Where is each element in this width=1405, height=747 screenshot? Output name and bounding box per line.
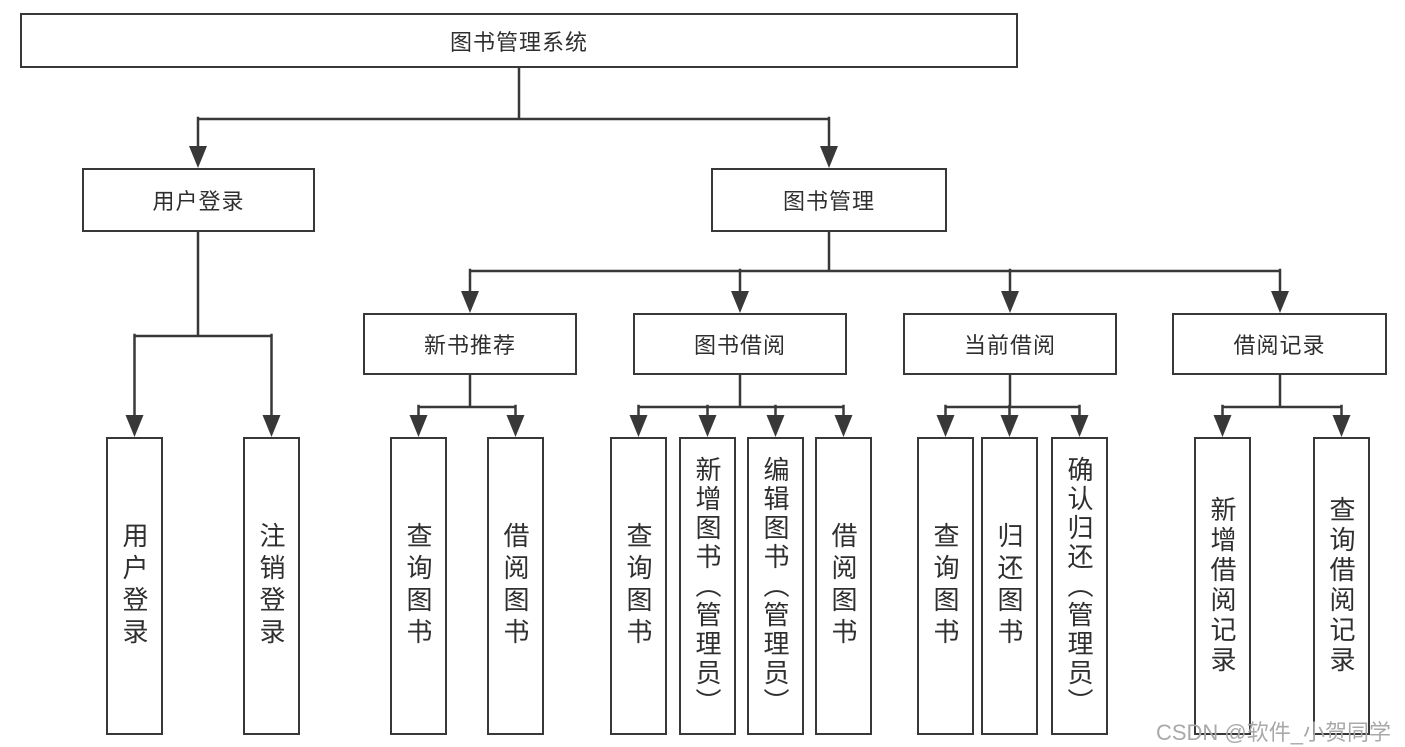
node-new-book-recommend: 新书推荐 [363, 313, 577, 375]
leaf-borrow-borrow-books: 借阅图书 [815, 437, 872, 735]
edge-records-to-leaves [1221, 373, 1343, 419]
watermark: CSDN @软件_小贺同学 [1155, 720, 1391, 745]
arrowhead [629, 415, 648, 437]
leaf-borrow-add-books-admin: 新增图书（管理员） [679, 437, 736, 735]
arrowhead [1070, 415, 1089, 437]
arrowhead [1332, 415, 1351, 437]
arrowhead [820, 146, 838, 168]
node-root: 图书管理系统 [20, 13, 1018, 68]
edge-user-login-to-leaves [133, 230, 273, 419]
arrowhead [1001, 291, 1019, 313]
node-book-management: 图书管理 [711, 168, 947, 232]
edge-root-to-level2 [196, 66, 831, 150]
leaf-borrow-query-books: 查询图书 [610, 437, 667, 735]
arrowhead [834, 415, 853, 437]
leaf-logout: 注销登录 [243, 437, 300, 735]
edge-current-to-leaves [944, 373, 1081, 419]
leaf-borrow-edit-books-admin: 编辑图书（管理员） [747, 437, 804, 735]
leaf-current-confirm-return-admin: 确认归还（管理员） [1051, 437, 1108, 735]
leaf-recommend-borrow-books: 借阅图书 [487, 437, 544, 735]
arrowhead [262, 415, 281, 437]
arrowhead [766, 415, 785, 437]
arrowhead [936, 415, 955, 437]
edge-book-management-to-level3 [468, 230, 1282, 295]
arrowhead [506, 415, 525, 437]
edge-borrow-to-leaves [637, 373, 845, 419]
edge-recommend-to-leaves [417, 373, 517, 419]
arrowhead [461, 291, 479, 313]
arrowhead [731, 291, 749, 313]
node-borrow-records: 借阅记录 [1172, 313, 1387, 375]
leaf-current-return-books: 归还图书 [981, 437, 1038, 735]
arrowhead [1000, 415, 1019, 437]
node-user-login: 用户登录 [82, 168, 315, 232]
arrowhead [409, 415, 428, 437]
leaf-records-query-record: 查询借阅记录 [1313, 437, 1370, 735]
arrowhead [1213, 415, 1232, 437]
arrowhead [1271, 291, 1289, 313]
leaf-records-add-record: 新增借阅记录 [1194, 437, 1251, 735]
node-current-borrow: 当前借阅 [903, 313, 1117, 375]
arrowhead [698, 415, 717, 437]
node-book-borrow: 图书借阅 [633, 313, 847, 375]
leaf-user-login: 用户登录 [106, 437, 163, 735]
leaf-current-query-books: 查询图书 [917, 437, 974, 735]
leaf-recommend-query-books: 查询图书 [390, 437, 447, 735]
arrowhead [125, 415, 144, 437]
arrowhead [189, 146, 207, 168]
